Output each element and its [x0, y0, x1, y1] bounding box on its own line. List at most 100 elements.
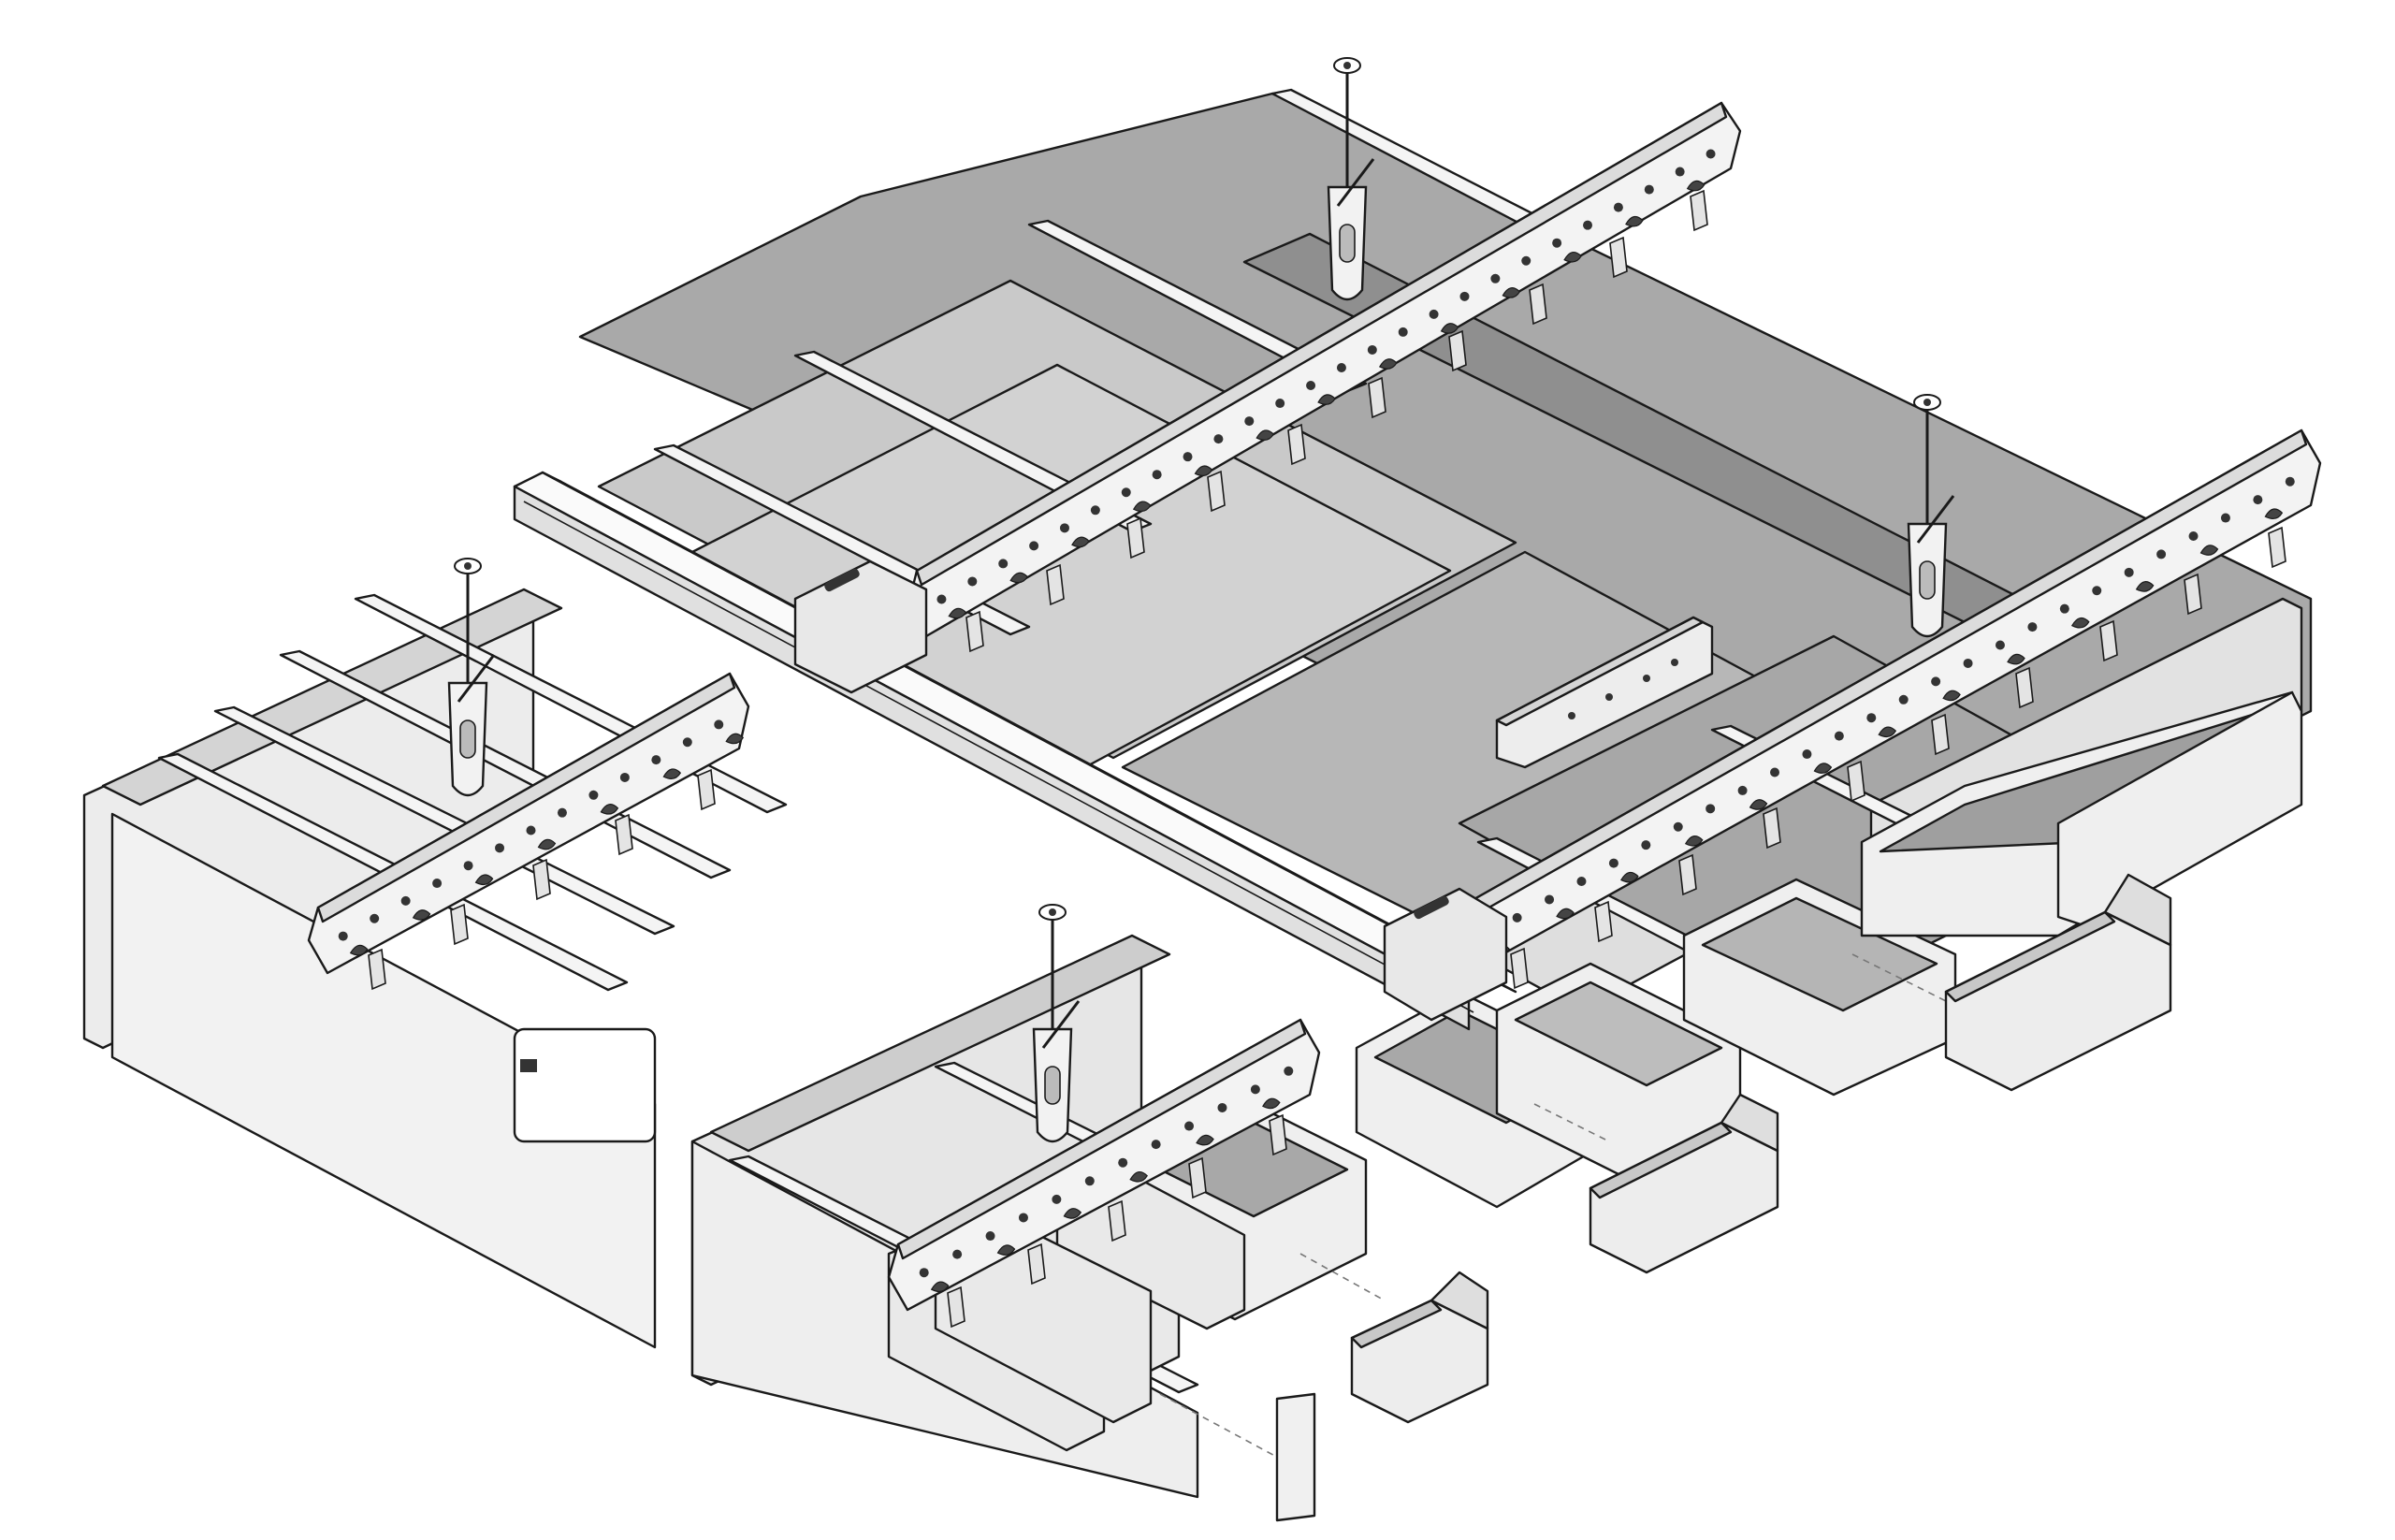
rail-hole	[1644, 184, 1654, 195]
rail-tab	[450, 903, 469, 946]
panel-end-cap	[1299, 1253, 1489, 1424]
rail-hole	[1084, 1176, 1095, 1186]
rail-slot	[1686, 180, 1706, 192]
suspension-hangers	[447, 57, 1955, 1143]
rail-tab	[1108, 1199, 1126, 1242]
rail-slot	[2199, 545, 2219, 556]
rail-hole	[1963, 658, 1973, 668]
rail-hole	[557, 807, 567, 818]
rail-hole	[1641, 840, 1651, 850]
rail-hole	[1770, 767, 1780, 777]
rail-tab	[2268, 526, 2286, 569]
rail-slot	[1129, 1170, 1148, 1183]
rail-slot	[349, 944, 369, 956]
rail-hole	[1151, 1140, 1161, 1150]
connector-plates	[793, 559, 1508, 1022]
rail-hole	[495, 843, 505, 853]
rail-hole	[463, 861, 473, 871]
rail-tab	[1931, 713, 1950, 756]
rail-slot	[662, 768, 682, 779]
perforated-carrier-rail-right	[1448, 429, 2322, 975]
rail-hole	[1552, 238, 1562, 248]
rail-hole	[1737, 785, 1748, 795]
rail-slot	[1262, 1097, 1281, 1110]
rail-hole	[714, 719, 724, 730]
splice-bracket	[1495, 616, 1714, 769]
rail-slot	[1502, 287, 1521, 298]
rail-hole	[1275, 399, 1285, 409]
rail-slot	[2070, 617, 2090, 629]
rail-hole	[1184, 1121, 1195, 1131]
rail-tab	[1287, 423, 1306, 466]
rail-slot	[1440, 323, 1459, 334]
rail-hole	[1608, 858, 1618, 868]
panel-label-tag	[513, 1027, 657, 1143]
rail-tab	[1690, 189, 1708, 232]
u-channel	[2056, 690, 2303, 928]
rail-hole	[1284, 1066, 1294, 1076]
rail-hole	[1521, 255, 1531, 266]
rail-hole	[2253, 495, 2263, 505]
rail-hole	[2285, 476, 2295, 487]
rail-hole	[936, 594, 947, 604]
rail-slot	[474, 874, 494, 886]
rail-hole	[526, 825, 536, 835]
rail-hole	[1183, 452, 1193, 462]
rail-tab	[2184, 573, 2202, 616]
rail-slot	[1749, 799, 1768, 810]
rail-hole	[619, 772, 630, 782]
rail-hole	[2220, 513, 2230, 523]
panel-end-cap	[1851, 873, 2172, 1092]
rail-hole	[400, 895, 411, 906]
rail-hole	[1995, 640, 2005, 650]
rail-slot	[412, 909, 431, 921]
rail-slot	[1684, 835, 1704, 847]
rail-hole	[1018, 1213, 1028, 1223]
rail-hole	[1336, 362, 1346, 372]
rail-tab	[368, 948, 386, 991]
rail-tab	[1594, 900, 1613, 943]
rail-tab	[615, 813, 633, 856]
rail-hole	[1613, 202, 1623, 212]
suspension-hanger	[1032, 904, 1081, 1143]
rail-hole	[1866, 713, 1877, 723]
rail-slot	[1063, 1208, 1082, 1219]
rail-hole	[370, 913, 380, 923]
panel-fin	[1027, 219, 1368, 393]
rail-hole	[1512, 912, 1522, 923]
rail-slot	[1556, 908, 1575, 920]
panel-end-cap	[1159, 1392, 1316, 1522]
rail-hole	[2188, 530, 2199, 541]
rail-slot	[1563, 251, 1582, 263]
rail-tab	[1763, 806, 1781, 850]
rail-hole	[1673, 821, 1683, 832]
rail-slot	[1625, 215, 1644, 227]
rail-tab	[1269, 1113, 1287, 1156]
rail-hole	[432, 879, 443, 889]
rail-slot	[1071, 536, 1090, 548]
rail-hole	[985, 1231, 995, 1242]
rail-slot	[1620, 871, 1639, 883]
rail-hole	[1802, 749, 1812, 760]
rail-slot	[1378, 358, 1398, 370]
panel-end-caps	[1159, 873, 2172, 1522]
main-runner-channel	[513, 471, 1517, 1031]
rail-slot	[725, 733, 745, 745]
rail-hole	[682, 737, 692, 748]
rail-hole	[2124, 567, 2134, 577]
connector-plate	[793, 559, 928, 694]
rail-tabs	[368, 189, 2286, 1329]
rail-hole	[1675, 167, 1685, 177]
rail-tab	[2099, 619, 2118, 662]
linear-panel	[110, 812, 657, 1349]
rail-tab	[1609, 236, 1628, 279]
rail-hole	[1490, 273, 1501, 283]
perforated-carrier-rail-top	[906, 101, 1742, 638]
rail-hole	[1545, 894, 1555, 905]
rail-slot	[600, 804, 619, 815]
perforated-carrier-rail-front	[887, 1018, 1321, 1312]
rail-slot	[1194, 465, 1213, 477]
suspension-hanger	[1907, 394, 1955, 638]
connector-plate	[1383, 887, 1508, 1022]
